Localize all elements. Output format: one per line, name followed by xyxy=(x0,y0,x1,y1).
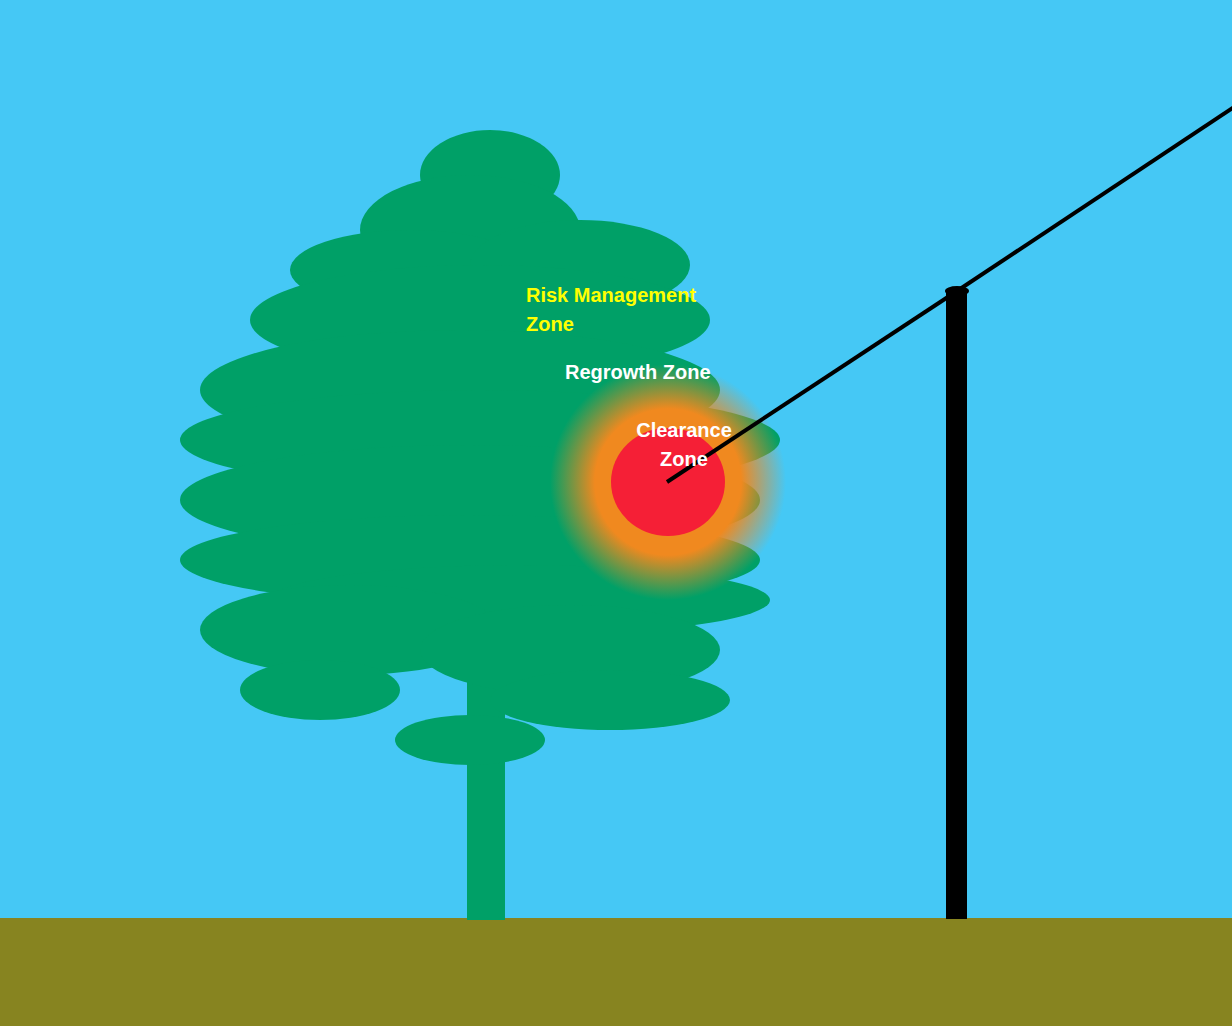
zone-label: Risk Management Zone xyxy=(526,281,731,339)
sky xyxy=(0,0,1232,918)
ground xyxy=(0,918,1232,1026)
zone-label: Clearance Zone xyxy=(619,416,749,474)
conductor xyxy=(957,103,1232,291)
zone-label: Regrowth Zone xyxy=(565,358,765,387)
power-pole xyxy=(946,292,967,919)
conductor xyxy=(667,291,957,482)
tree xyxy=(180,130,780,920)
